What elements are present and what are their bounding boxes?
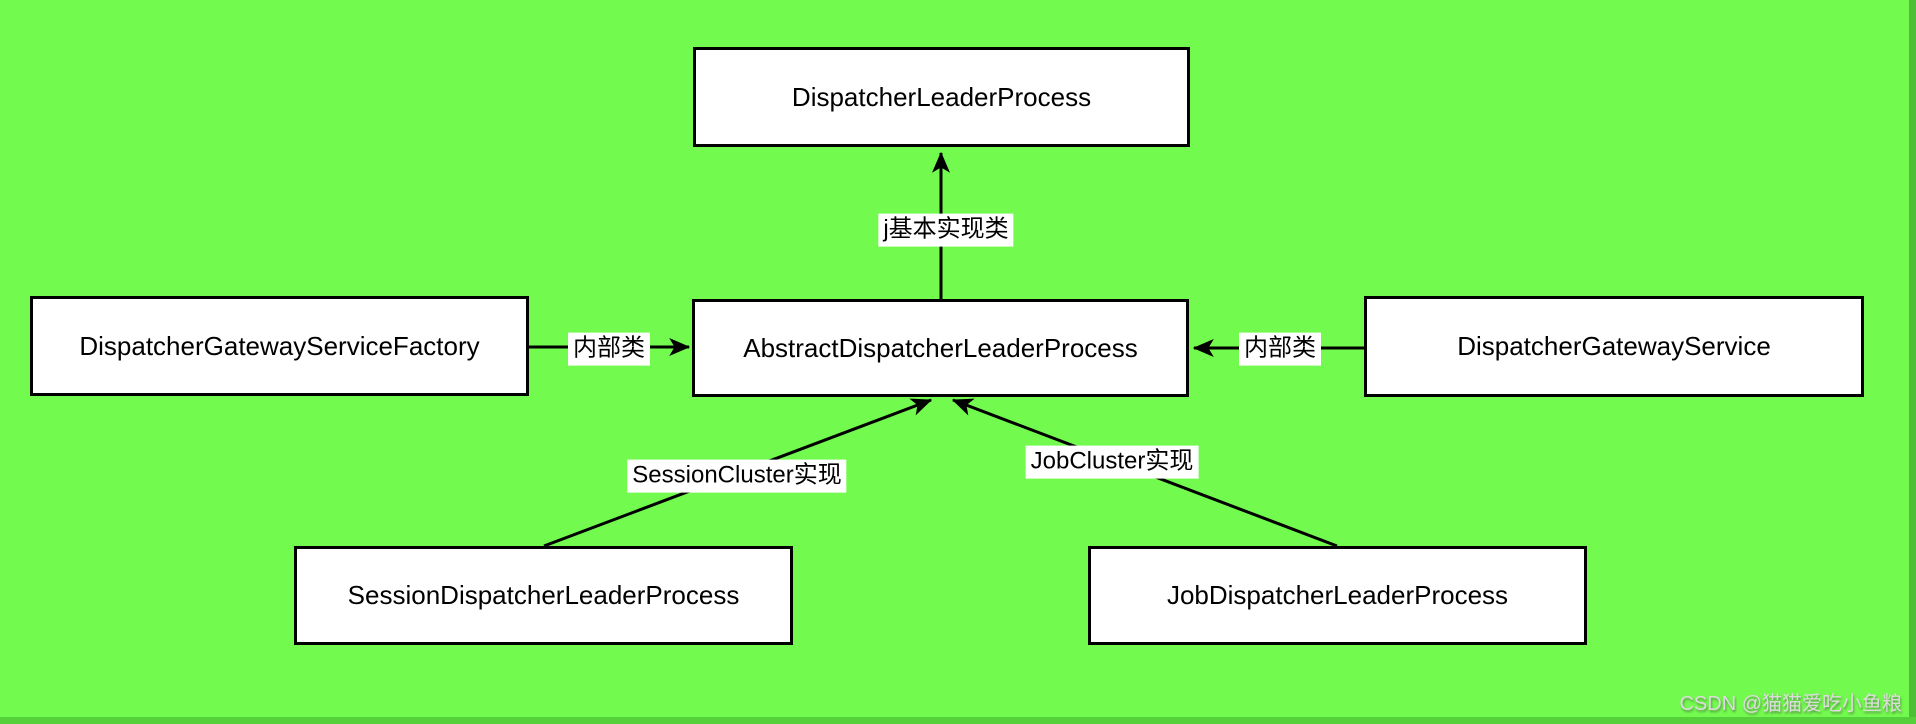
node-label: DispatcherLeaderProcess bbox=[791, 81, 1092, 112]
node-job-dispatcher-leader-process: JobDispatcherLeaderProcess bbox=[1088, 546, 1587, 645]
node-label: DispatcherGatewayService bbox=[1457, 331, 1771, 361]
edge-label-session-cluster: SessionCluster实现 bbox=[627, 459, 847, 493]
node-label: DispatcherGatewayServiceFactory bbox=[79, 330, 480, 361]
canvas-bottom-edge bbox=[0, 717, 1916, 724]
node-session-dispatcher-leader-process: SessionDispatcherLeaderProcess bbox=[294, 546, 793, 645]
edge-label-inner-class-right: 内部类 bbox=[1239, 332, 1321, 366]
watermark: CSDN @猫猫爱吃小鱼粮 bbox=[1679, 693, 1902, 715]
node-dispatcher-gateway-service-factory: DispatcherGatewayServiceFactory bbox=[30, 296, 529, 396]
node-dispatcher-leader-process: DispatcherLeaderProcess bbox=[693, 47, 1190, 147]
node-label: JobDispatcherLeaderProcess bbox=[1166, 580, 1509, 610]
edge-label-job-cluster: JobCluster实现 bbox=[1025, 445, 1199, 479]
canvas-right-edge bbox=[1909, 0, 1916, 724]
node-dispatcher-gateway-service: DispatcherGatewayService bbox=[1364, 296, 1864, 397]
node-abstract-dispatcher-leader-process: AbstractDispatcherLeaderProcess bbox=[692, 299, 1189, 397]
node-label: SessionDispatcherLeaderProcess bbox=[347, 580, 740, 610]
edge-label-base-impl: j基本实现类 bbox=[878, 213, 1014, 247]
node-label: AbstractDispatcherLeaderProcess bbox=[743, 332, 1138, 363]
edge-label-inner-class-left: 内部类 bbox=[568, 332, 650, 366]
